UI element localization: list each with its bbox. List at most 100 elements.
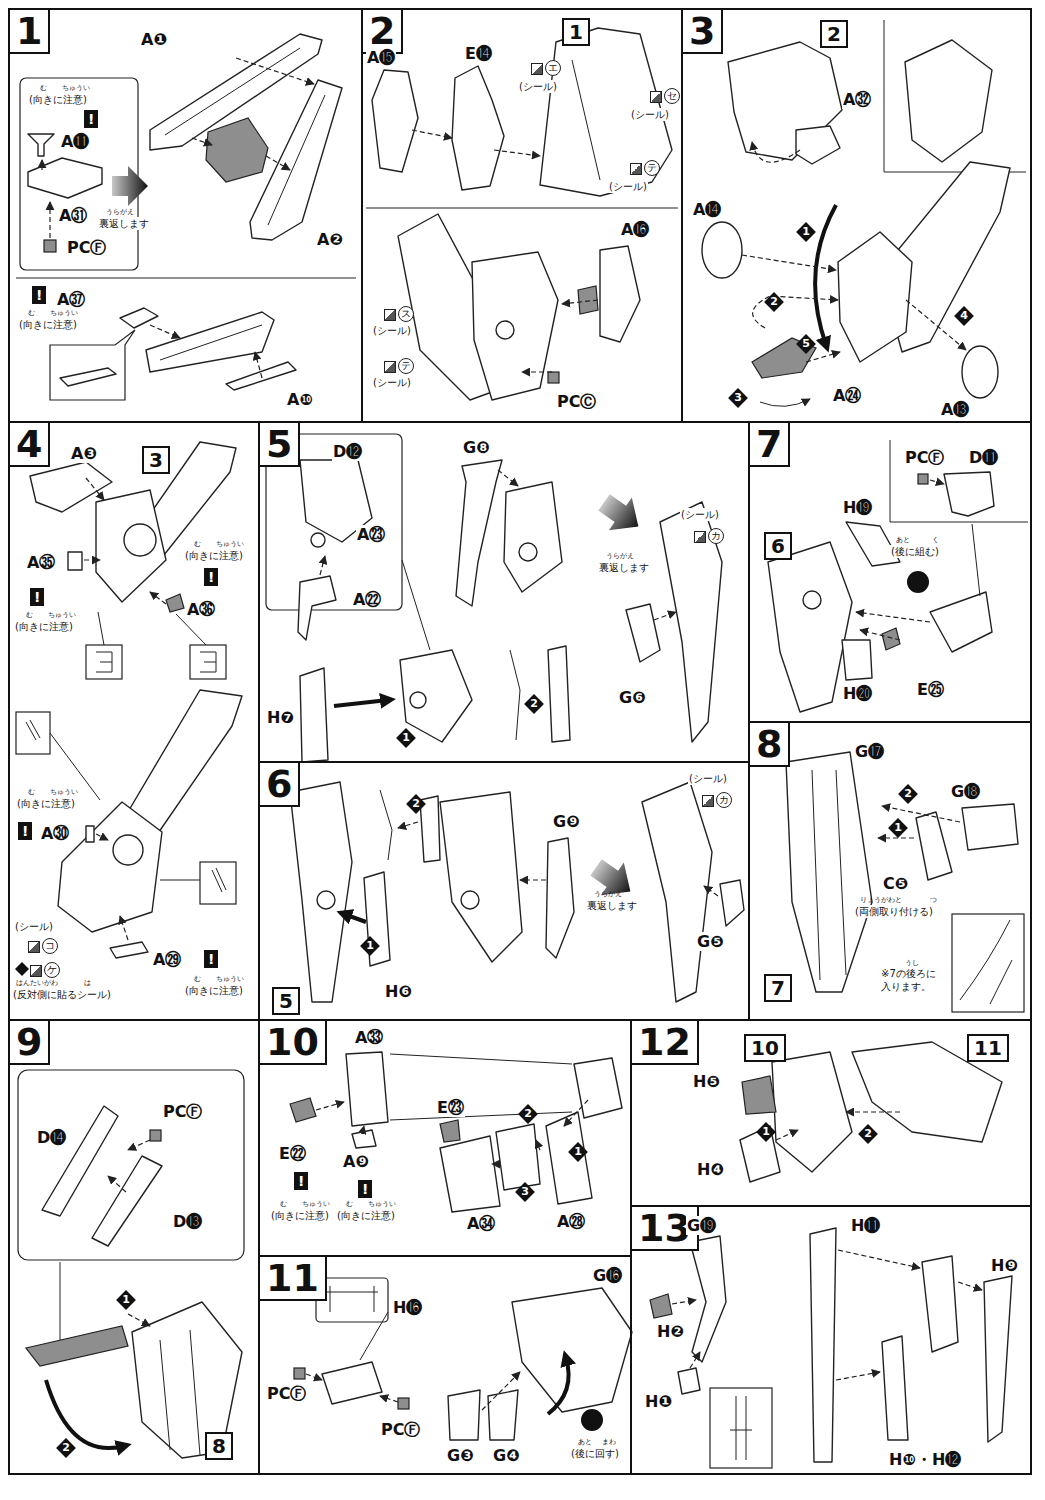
furigana: うし bbox=[905, 959, 919, 967]
furigana: まわ bbox=[602, 1438, 616, 1446]
note-text: (シール) bbox=[372, 376, 412, 389]
furigana: あと bbox=[896, 536, 910, 544]
caution-icon: ! bbox=[204, 568, 218, 586]
part-outline bbox=[512, 1288, 632, 1412]
grey-part bbox=[150, 1130, 161, 1141]
furigana: ちゅうい bbox=[48, 611, 76, 619]
detail-line bbox=[730, 1396, 752, 1460]
dashed-guide bbox=[128, 1140, 150, 1150]
art-element bbox=[768, 440, 1028, 712]
part-label: A❾ bbox=[342, 1152, 370, 1171]
furigana: ちゅうい bbox=[302, 1200, 330, 1208]
part-outline bbox=[642, 782, 712, 1002]
reference-number: 11 bbox=[974, 1037, 1002, 1059]
art-element bbox=[702, 20, 1026, 406]
detail-line bbox=[760, 399, 810, 406]
grey-part bbox=[44, 240, 56, 252]
part-outline bbox=[124, 524, 156, 556]
part-label: PCⒻ bbox=[162, 1102, 203, 1121]
detail-line bbox=[380, 790, 392, 860]
step-number: 4 bbox=[8, 421, 50, 467]
sticker-code: ケ bbox=[44, 962, 60, 978]
art-element bbox=[15, 442, 242, 976]
furigana: む bbox=[194, 540, 201, 548]
part-outline bbox=[546, 1112, 592, 1204]
furigana: む bbox=[28, 309, 35, 317]
grey-part bbox=[26, 1326, 128, 1366]
detail-line bbox=[572, 60, 600, 180]
part-label: A❷ bbox=[316, 230, 344, 249]
dashed-guide bbox=[704, 886, 718, 896]
part-label: A㉟ bbox=[26, 553, 56, 572]
part-outline bbox=[346, 1052, 388, 1126]
detail-line bbox=[360, 1312, 388, 1360]
detail-line bbox=[212, 868, 226, 892]
part-label: G❽ bbox=[462, 438, 491, 457]
reference-box: 2 bbox=[820, 20, 848, 48]
caution-icon: ! bbox=[30, 588, 44, 606]
detail-line bbox=[98, 612, 104, 645]
part-label: G❾ bbox=[552, 812, 581, 831]
dashed-guide bbox=[536, 1140, 540, 1150]
step-number: 7 bbox=[748, 421, 790, 467]
substep-number: 5 bbox=[796, 334, 816, 354]
motion-arrow bbox=[334, 700, 388, 706]
note-text: 裏返します bbox=[598, 561, 650, 574]
part-outline bbox=[120, 308, 158, 328]
black-mark bbox=[907, 571, 929, 593]
part-outline bbox=[962, 804, 1018, 850]
note-text: (シール) bbox=[630, 108, 670, 121]
black-mark bbox=[581, 1409, 603, 1431]
furigana: あと bbox=[578, 1438, 592, 1446]
reference-box: 11 bbox=[967, 1034, 1009, 1062]
part-label: E㉓ bbox=[436, 1098, 465, 1117]
detail-line bbox=[160, 325, 262, 360]
part-label: G❹ bbox=[492, 1446, 521, 1465]
caution-icon: ! bbox=[84, 110, 98, 128]
step-panel: 32 bbox=[681, 8, 1032, 423]
part-outline bbox=[28, 158, 102, 198]
art-element bbox=[16, 34, 356, 400]
part-label: A⓭ bbox=[940, 400, 970, 419]
part-outline bbox=[504, 482, 562, 592]
detail-line bbox=[890, 440, 1028, 522]
caution-icon: ! bbox=[294, 1172, 308, 1190]
reference-box: 6 bbox=[764, 532, 792, 560]
reference-number: 1 bbox=[569, 21, 583, 43]
note-text: (シール) bbox=[14, 920, 54, 933]
dashed-guide bbox=[255, 352, 262, 378]
flip-arrow bbox=[593, 486, 650, 543]
dashed-guide bbox=[412, 130, 452, 138]
furigana: つ bbox=[930, 896, 937, 904]
inset-frame bbox=[200, 862, 236, 904]
dashed-guide bbox=[836, 1372, 880, 1380]
note-text: (向きに注意) bbox=[184, 984, 244, 997]
part-label: PCⒻ bbox=[380, 1420, 421, 1439]
furigana: ちゅうい bbox=[62, 84, 90, 92]
dashed-guide bbox=[86, 478, 104, 500]
note-text: (シール) bbox=[518, 80, 558, 93]
part-outline bbox=[317, 891, 335, 909]
dashed-guide bbox=[690, 1352, 700, 1368]
part-label: A❶ bbox=[140, 30, 168, 49]
part-outline bbox=[28, 134, 54, 156]
detail-line bbox=[268, 95, 325, 225]
substep-number: 2 bbox=[406, 794, 426, 814]
part-label: H❹ bbox=[696, 1160, 725, 1179]
part-label: A⓫ bbox=[60, 132, 90, 151]
part-outline bbox=[448, 1390, 480, 1440]
furigana: ちゅうい bbox=[50, 309, 78, 317]
furigana: うらがえ bbox=[106, 208, 134, 216]
detail-line bbox=[190, 1330, 200, 1455]
dashed-guide bbox=[398, 822, 418, 828]
part-label: H❻ bbox=[384, 982, 413, 1001]
art-element bbox=[18, 1070, 244, 1458]
reference-number: 5 bbox=[279, 990, 293, 1012]
note-text: (向きに注意) bbox=[16, 797, 76, 810]
part-label: G⓰ bbox=[592, 1266, 623, 1285]
step-number: 9 bbox=[8, 1019, 50, 1065]
dashed-guide bbox=[108, 1176, 126, 1192]
part-label: G❺ bbox=[696, 932, 725, 951]
step-panel: 98 bbox=[8, 1019, 260, 1475]
